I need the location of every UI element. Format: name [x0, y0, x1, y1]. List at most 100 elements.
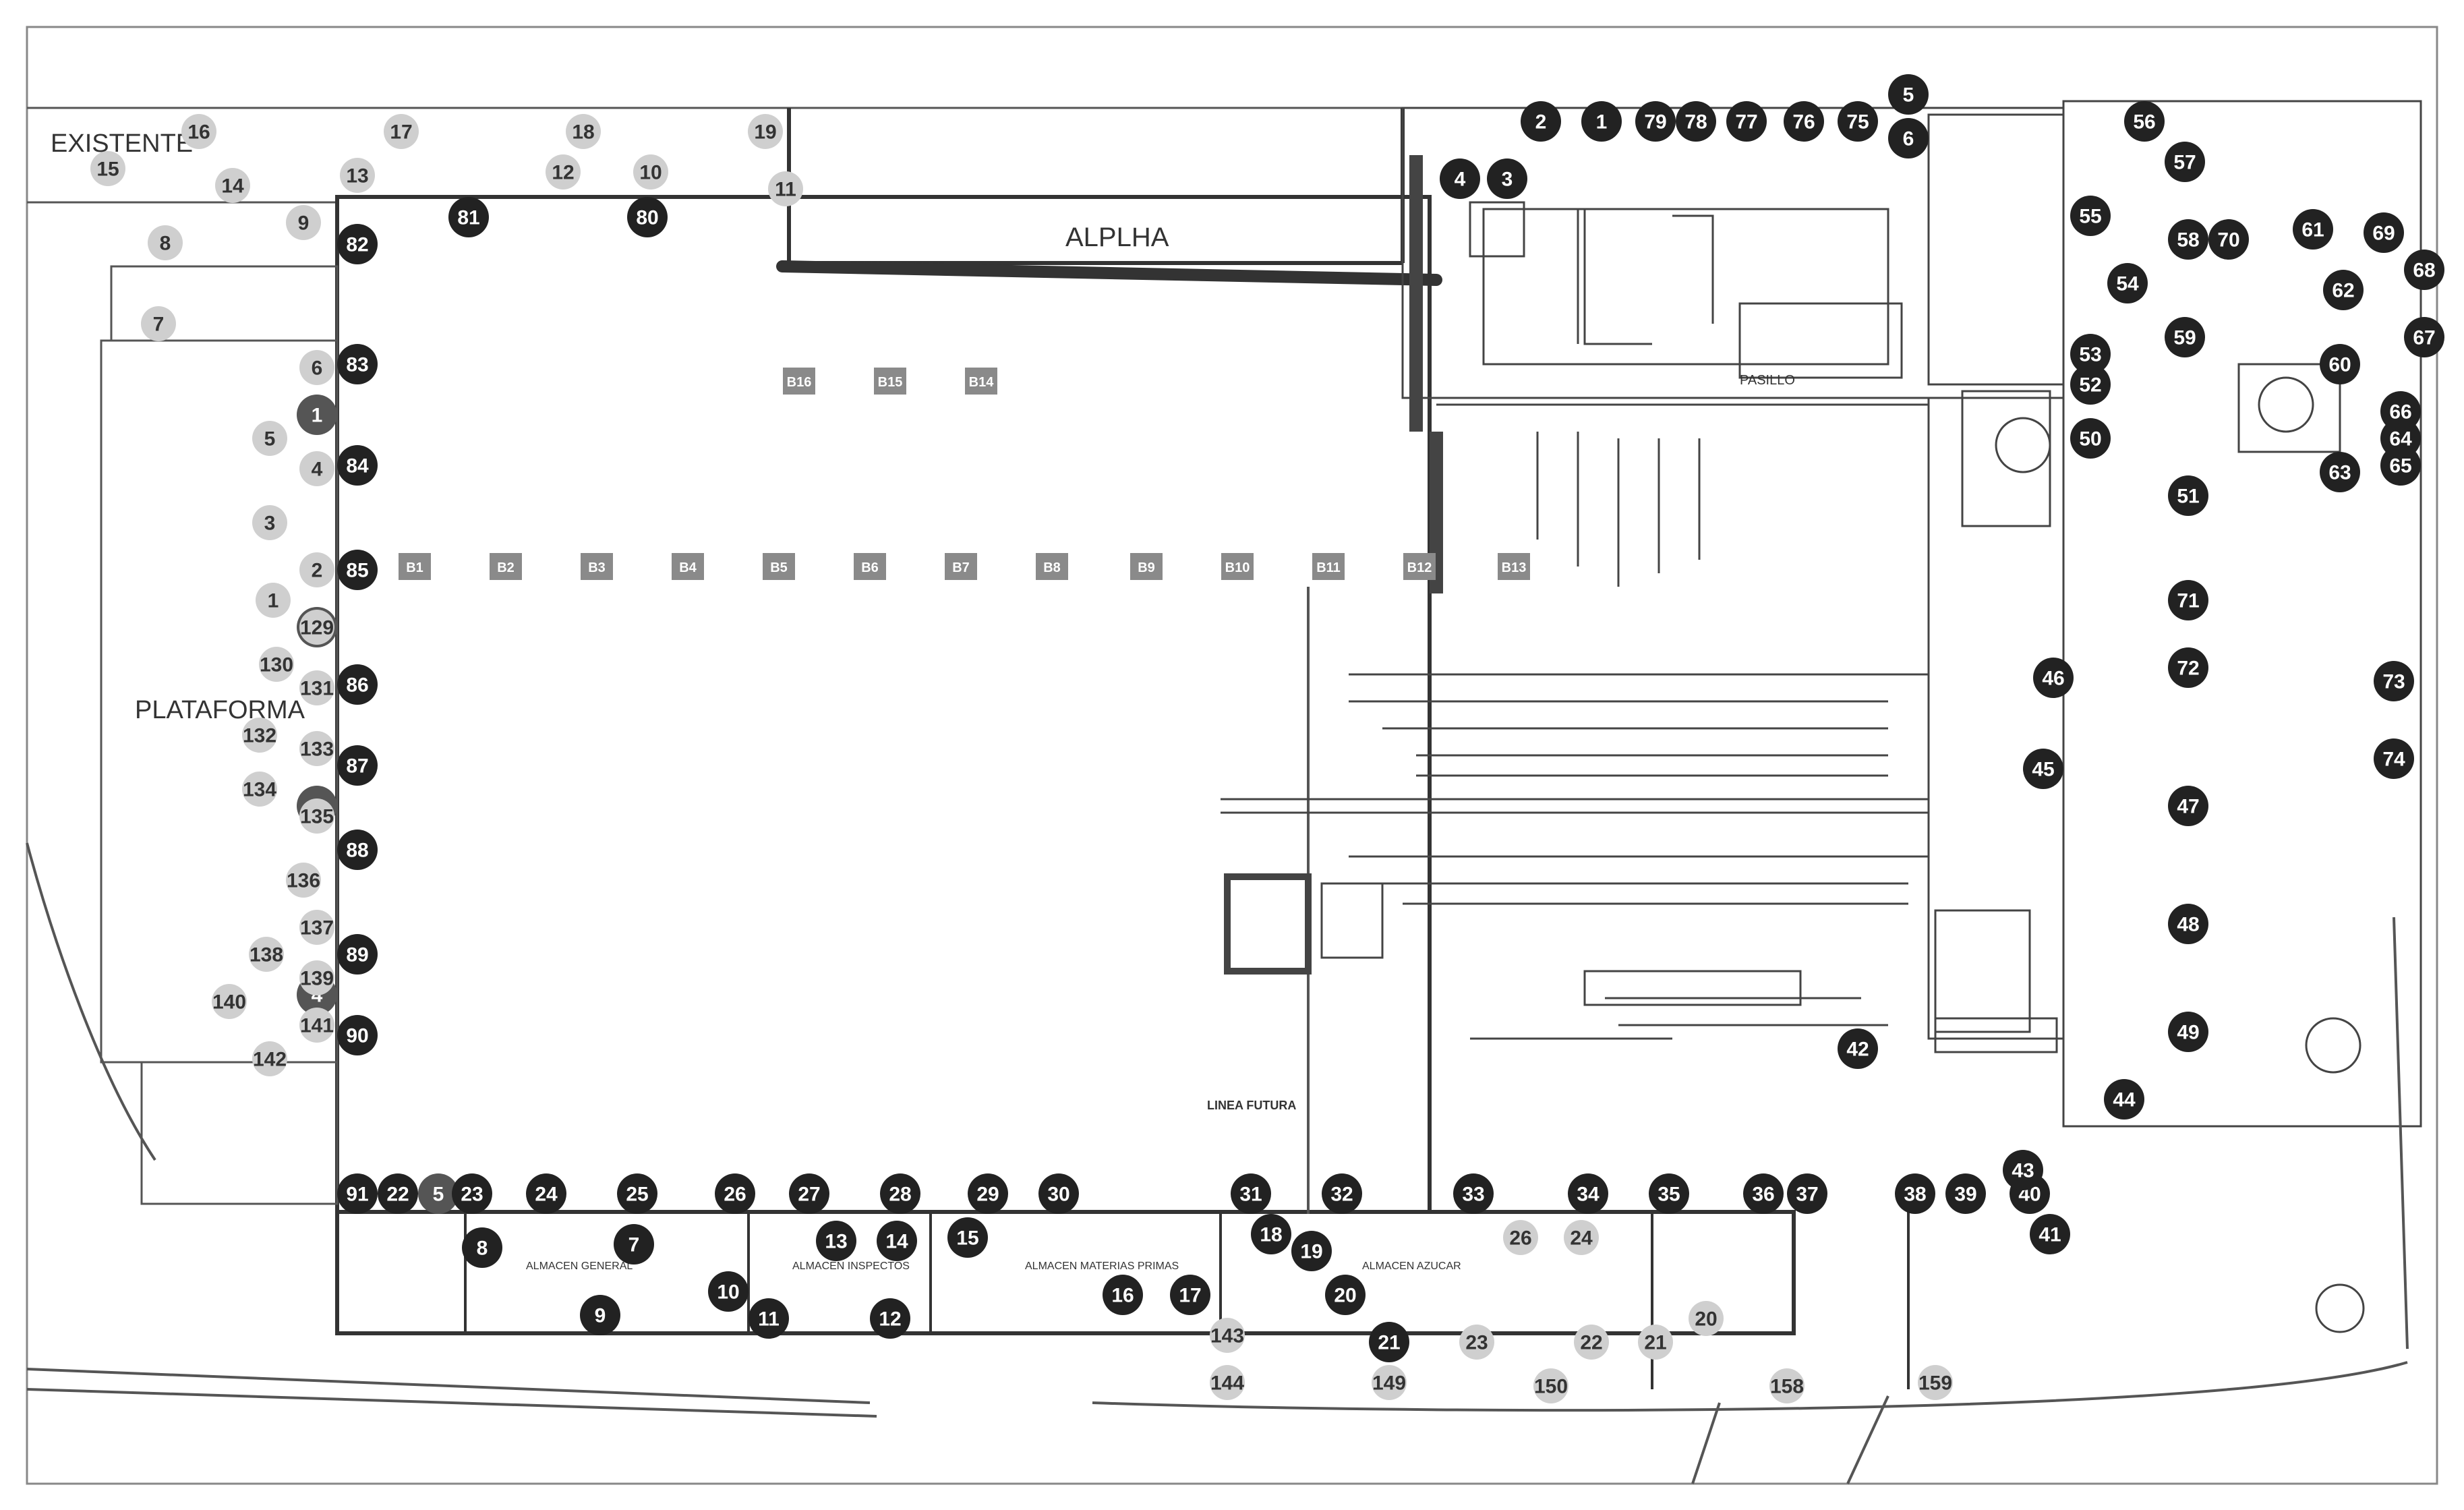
marker-number: 10	[639, 162, 662, 184]
marker-82: 82	[337, 224, 378, 264]
marker-78: 78	[1676, 101, 1716, 142]
column-b6: B6	[854, 553, 886, 580]
marker-11: 11	[768, 171, 803, 206]
marker-87: 87	[337, 745, 378, 786]
marker-28: 28	[880, 1173, 920, 1214]
alplha-divider	[776, 260, 1442, 286]
marker-circle	[2030, 1214, 2070, 1254]
marker-number: 13	[825, 1231, 847, 1253]
marker-number: 39	[1954, 1184, 1976, 1206]
marker-21: 21	[1638, 1325, 1673, 1360]
column-b13: B13	[1498, 553, 1530, 580]
marker-circle	[1888, 118, 1929, 158]
marker-circle	[1459, 1325, 1494, 1360]
marker-91: 91	[337, 1173, 378, 1214]
marker-1: 1	[297, 395, 337, 435]
marker-circle	[2165, 142, 2205, 182]
marker-89: 89	[337, 934, 378, 975]
marker-27: 27	[789, 1173, 829, 1214]
marker-number: 8	[160, 233, 171, 255]
marker-number: 5	[433, 1184, 444, 1206]
marker-number: 30	[1047, 1184, 1069, 1206]
marker-circle	[708, 1271, 749, 1312]
marker-circle	[715, 1173, 755, 1214]
marker-139: 139	[299, 960, 334, 995]
marker-1: 1	[256, 583, 291, 618]
marker-number: 90	[346, 1025, 368, 1047]
marker-83: 83	[337, 344, 378, 384]
marker-number: 71	[2177, 590, 2199, 612]
marker-circle	[299, 1008, 334, 1043]
label-plataforma: PLATAFORMA	[135, 696, 305, 724]
column-b11: B11	[1312, 553, 1345, 580]
marker-number: 9	[595, 1305, 606, 1327]
marker-number: 43	[2012, 1160, 2034, 1182]
marker-18: 18	[1251, 1214, 1291, 1254]
marker-90: 90	[337, 1015, 378, 1055]
marker-19: 19	[748, 114, 783, 149]
marker-circle	[1251, 1214, 1291, 1254]
marker-131: 131	[299, 670, 334, 705]
column-b15: B15	[874, 368, 906, 395]
marker-number: 5	[1903, 84, 1914, 107]
marker-circle	[1038, 1173, 1079, 1214]
marker-circle	[1574, 1325, 1609, 1360]
marker-158: 158	[1769, 1368, 1805, 1403]
marker-number: 24	[535, 1184, 558, 1206]
column-label: B8	[1043, 560, 1061, 575]
marker-number: 158	[1770, 1376, 1804, 1398]
marker-14: 14	[215, 168, 250, 203]
marker-circle	[2165, 317, 2205, 357]
marker-circle	[212, 984, 247, 1019]
marker-13: 13	[816, 1221, 856, 1261]
marker-23: 23	[452, 1173, 492, 1214]
marker-number: 57	[2173, 152, 2196, 174]
label-pasillo: PASILLO	[1740, 373, 1795, 388]
column-label: B6	[861, 560, 879, 575]
marker-134: 134	[242, 772, 277, 807]
marker-number: 20	[1334, 1285, 1356, 1307]
marker-number: 53	[2079, 344, 2101, 366]
marker-15: 15	[90, 151, 125, 186]
marker-circle	[299, 910, 334, 945]
marker-number: 83	[346, 354, 368, 376]
marker-circle	[1743, 1173, 1784, 1214]
column-b3: B3	[581, 553, 613, 580]
marker-22: 22	[378, 1173, 418, 1214]
marker-number: 46	[2042, 668, 2064, 690]
column-box	[672, 553, 704, 580]
column-b5: B5	[763, 553, 795, 580]
label-existente: EXISTENTE	[51, 129, 193, 158]
marker-number: 38	[1904, 1184, 1926, 1206]
marker-number: 3	[1502, 169, 1513, 191]
marker-number: 12	[552, 162, 574, 184]
marker-circle	[1103, 1275, 1143, 1315]
marker-138: 138	[249, 937, 284, 972]
marker-66: 66	[2380, 391, 2421, 432]
marker-number: 50	[2079, 428, 2101, 451]
marker-circle	[337, 1173, 378, 1214]
marker-circle	[299, 552, 334, 587]
marker-number: 21	[1378, 1332, 1400, 1354]
marker-circle	[337, 664, 378, 705]
marker-62: 62	[2323, 270, 2364, 310]
marker-18: 18	[566, 114, 601, 149]
marker-circle	[1689, 1301, 1724, 1336]
marker-number: 136	[287, 870, 320, 892]
marker-81: 81	[448, 197, 489, 237]
marker-circle	[1895, 1173, 1935, 1214]
marker-circle	[2168, 786, 2208, 826]
marker-circle	[2374, 738, 2414, 779]
marker-circle	[2124, 101, 2165, 142]
marker-132: 132	[242, 718, 277, 753]
marker-number: 16	[1111, 1285, 1134, 1307]
marker-number: 134	[243, 779, 276, 801]
marker-number: 142	[253, 1049, 287, 1071]
marker-circle	[378, 1173, 418, 1214]
marker-circle	[1453, 1173, 1494, 1214]
marker-circle	[1726, 101, 1767, 142]
marker-circle	[566, 114, 601, 149]
marker-layer: 8180828318485286873888949091225232425262…	[90, 74, 2444, 1403]
marker-85: 85	[337, 550, 378, 590]
label-linea-futura: LINEA FUTURA	[1207, 1099, 1296, 1112]
